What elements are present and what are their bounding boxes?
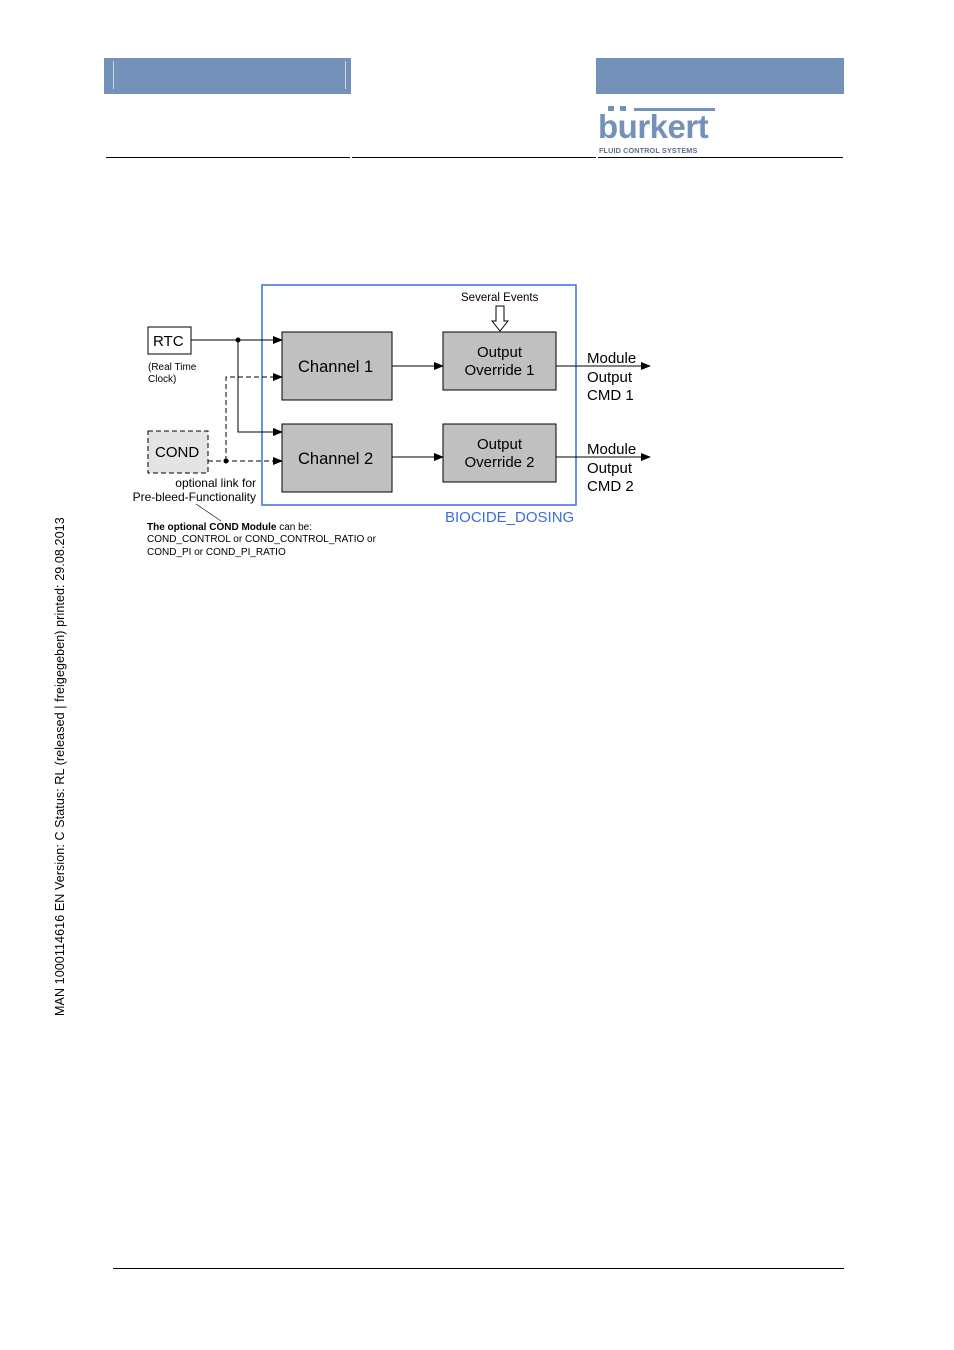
module-boundary — [261, 284, 577, 506]
cond-note-line2: Pre-bleed-Functionality — [133, 490, 256, 504]
override2-line1: Output — [477, 436, 523, 453]
header-bar-left — [104, 58, 351, 94]
output1-line2: Output — [587, 369, 633, 386]
cond-options-line2: COND_PI or COND_PI_RATIO — [147, 547, 286, 558]
rtc-link-channel2 — [237, 340, 283, 436]
header-rule-gap — [596, 156, 598, 159]
output2-line3: CMD 2 — [587, 478, 634, 495]
logo-dots — [598, 106, 716, 111]
output2-line2: Output — [587, 460, 633, 477]
module-label: BIOCIDE_DOSING — [445, 509, 574, 526]
cond-module-note: The optional COND Module can be: — [147, 522, 312, 533]
channel1-block — [281, 331, 393, 401]
cond-block — [147, 430, 209, 474]
rtc-caption-line2: Clock) — [148, 374, 176, 385]
output1-line3: CMD 1 — [587, 387, 634, 404]
cond-link-channel1 — [225, 373, 283, 461]
rtc-label: RTC — [153, 333, 184, 350]
cond-note-leader — [195, 503, 222, 522]
header-rule-gap — [350, 156, 352, 159]
override1-block — [442, 331, 557, 391]
events-arrow — [490, 305, 510, 332]
events-label: Several Events — [461, 292, 539, 304]
rtc-block — [147, 326, 192, 355]
cond-options-line1: COND_CONTROL or COND_CONTROL_RATIO or — [147, 534, 377, 545]
burkert-logo: burkert FLUID CONTROL SYSTEMS — [598, 106, 718, 156]
override1-line2: Override 1 — [464, 362, 534, 379]
cond-module-bold: The optional COND Module — [147, 522, 277, 533]
footer-rule — [113, 1268, 844, 1269]
channel1-label: Channel 1 — [298, 358, 373, 376]
channel2-label: Channel 2 — [298, 450, 373, 468]
override1-line1: Output — [477, 344, 523, 361]
cond-note-line1: optional link for — [175, 476, 256, 490]
output1-line1: Module — [587, 350, 636, 367]
override2-line2: Override 2 — [464, 454, 534, 471]
header-rule — [106, 157, 843, 158]
logo-wordmark: burkert — [598, 108, 709, 145]
output2-line1: Module — [587, 441, 636, 458]
override2-block — [442, 423, 557, 483]
cond-label: COND — [155, 444, 199, 461]
cond-module-rest: can be: — [276, 522, 312, 533]
rtc-caption-line1: (Real Time — [148, 362, 197, 373]
logo-tagline: FLUID CONTROL SYSTEMS — [599, 146, 698, 155]
header-bar-right — [596, 58, 844, 94]
